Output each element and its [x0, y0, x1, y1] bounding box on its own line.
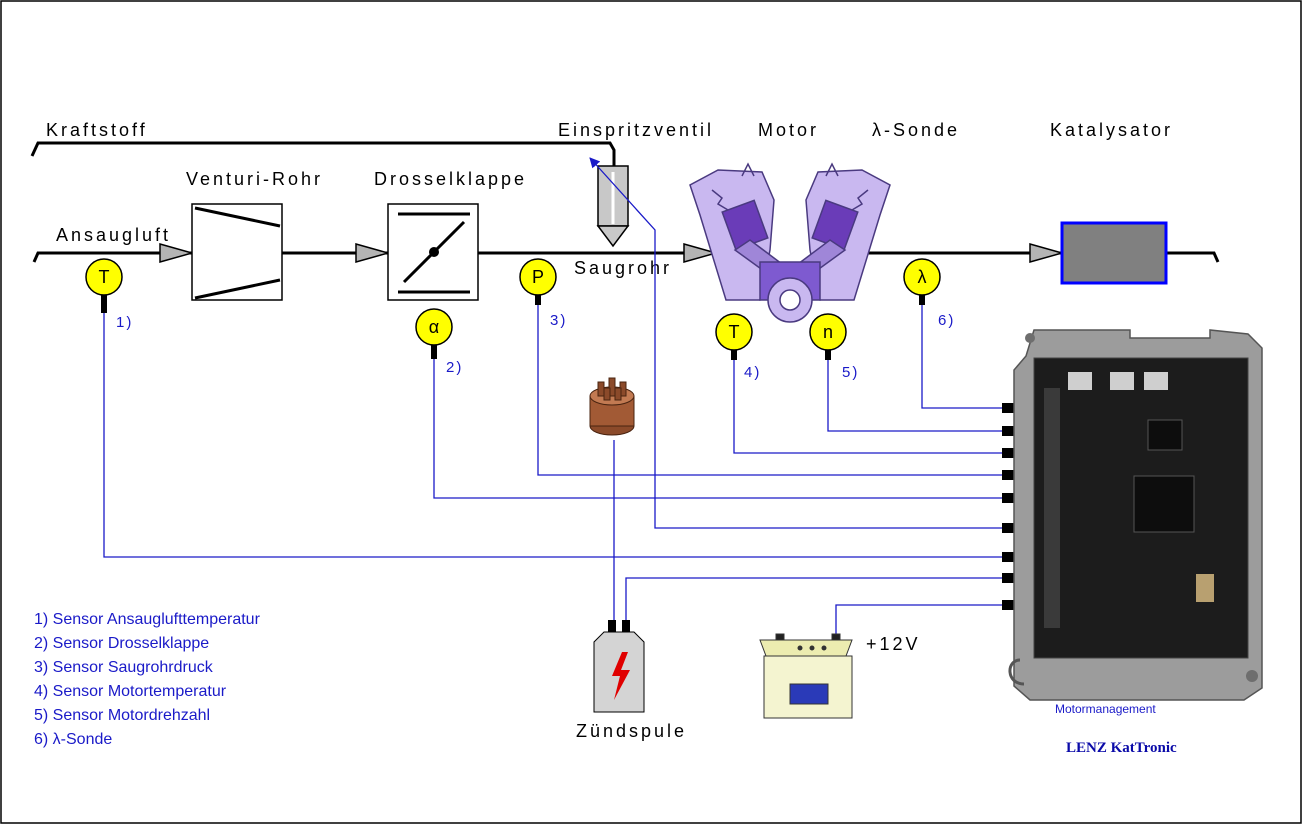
- sensor-2-number: 2): [446, 359, 463, 376]
- zuendspule-coil: [594, 620, 644, 712]
- distributor-cap-icon: [590, 378, 634, 435]
- flow-arrow: [160, 244, 192, 262]
- label-katalysator: Katalysator: [1050, 120, 1173, 140]
- brand-logo-text: LENZ KatTronic: [1066, 740, 1177, 756]
- label-venturi-rohr: Venturi-Rohr: [186, 169, 323, 189]
- sensor-4: T: [716, 314, 752, 360]
- label-motormanagement: Motormanagement: [1055, 702, 1156, 716]
- legend-item: 5) Sensor Motordrehzahl: [34, 707, 210, 724]
- label-ansaugluft: Ansaugluft: [56, 225, 171, 245]
- label-lambda-sonde: λ-Sonde: [872, 120, 960, 140]
- wire-sensor-1: [104, 312, 1004, 557]
- wire-sensor-2: [434, 357, 1004, 498]
- sensor-3-number: 3): [550, 312, 567, 329]
- legend-item: 1) Sensor Ansauglufttemperatur: [34, 611, 261, 628]
- sensor-5: n: [810, 314, 846, 360]
- wire-injector: [590, 158, 1004, 528]
- sensor-6-number: 6): [938, 312, 955, 329]
- sensor-6: λ: [904, 259, 940, 305]
- legend-item: 4) Sensor Motortemperatur: [34, 683, 227, 700]
- sensor-6-symbol: λ: [918, 267, 927, 287]
- wire-ignition: [626, 578, 1004, 622]
- sensor-5-number: 5): [842, 364, 859, 381]
- wire-sensor-6: [922, 297, 1004, 408]
- label-motor: Motor: [758, 120, 819, 140]
- ecu-motormanagement: [1010, 330, 1262, 700]
- drosselklappe-block: [388, 204, 478, 300]
- battery-icon: [760, 634, 852, 718]
- sensor-5-symbol: n: [823, 322, 833, 342]
- label-kraftstoff: Kraftstoff: [46, 120, 148, 140]
- label-saugrohr: Saugrohr: [574, 258, 672, 278]
- sensor-2-symbol: α: [429, 317, 439, 337]
- venturi-rohr-block: [192, 204, 282, 300]
- sensor-3: P: [520, 259, 556, 305]
- label-einspritzventil: Einspritzventil: [558, 120, 714, 140]
- einspritzventil: [598, 166, 628, 246]
- sensor-1-number: 1): [116, 314, 133, 331]
- legend-item: 3) Sensor Saugrohrdruck: [34, 659, 214, 676]
- motor-illustration: [690, 164, 890, 322]
- fuel-line: [32, 143, 614, 166]
- katalysator-block: [1062, 223, 1166, 283]
- sensor-1-symbol: T: [99, 267, 110, 287]
- wire-sensor-3: [538, 297, 1004, 475]
- sensor-3-symbol: P: [532, 267, 544, 287]
- label-voltage: +12V: [866, 634, 921, 654]
- sensor-4-number: 4): [744, 364, 761, 381]
- label-zuendspule: Zündspule: [576, 721, 687, 741]
- sensor-legend: 1) Sensor Ansauglufttemperatur 2) Sensor…: [34, 611, 261, 748]
- flow-arrow: [1030, 244, 1062, 262]
- legend-item: 6) λ-Sonde: [34, 731, 112, 748]
- wire-sensor-4: [734, 357, 1004, 453]
- sensor-2: α: [416, 309, 452, 359]
- sensor-1: T: [86, 259, 122, 313]
- label-drosselklappe: Drosselklappe: [374, 169, 527, 189]
- legend-item: 2) Sensor Drosselklappe: [34, 635, 209, 652]
- flow-arrow: [356, 244, 388, 262]
- sensor-4-symbol: T: [729, 322, 740, 342]
